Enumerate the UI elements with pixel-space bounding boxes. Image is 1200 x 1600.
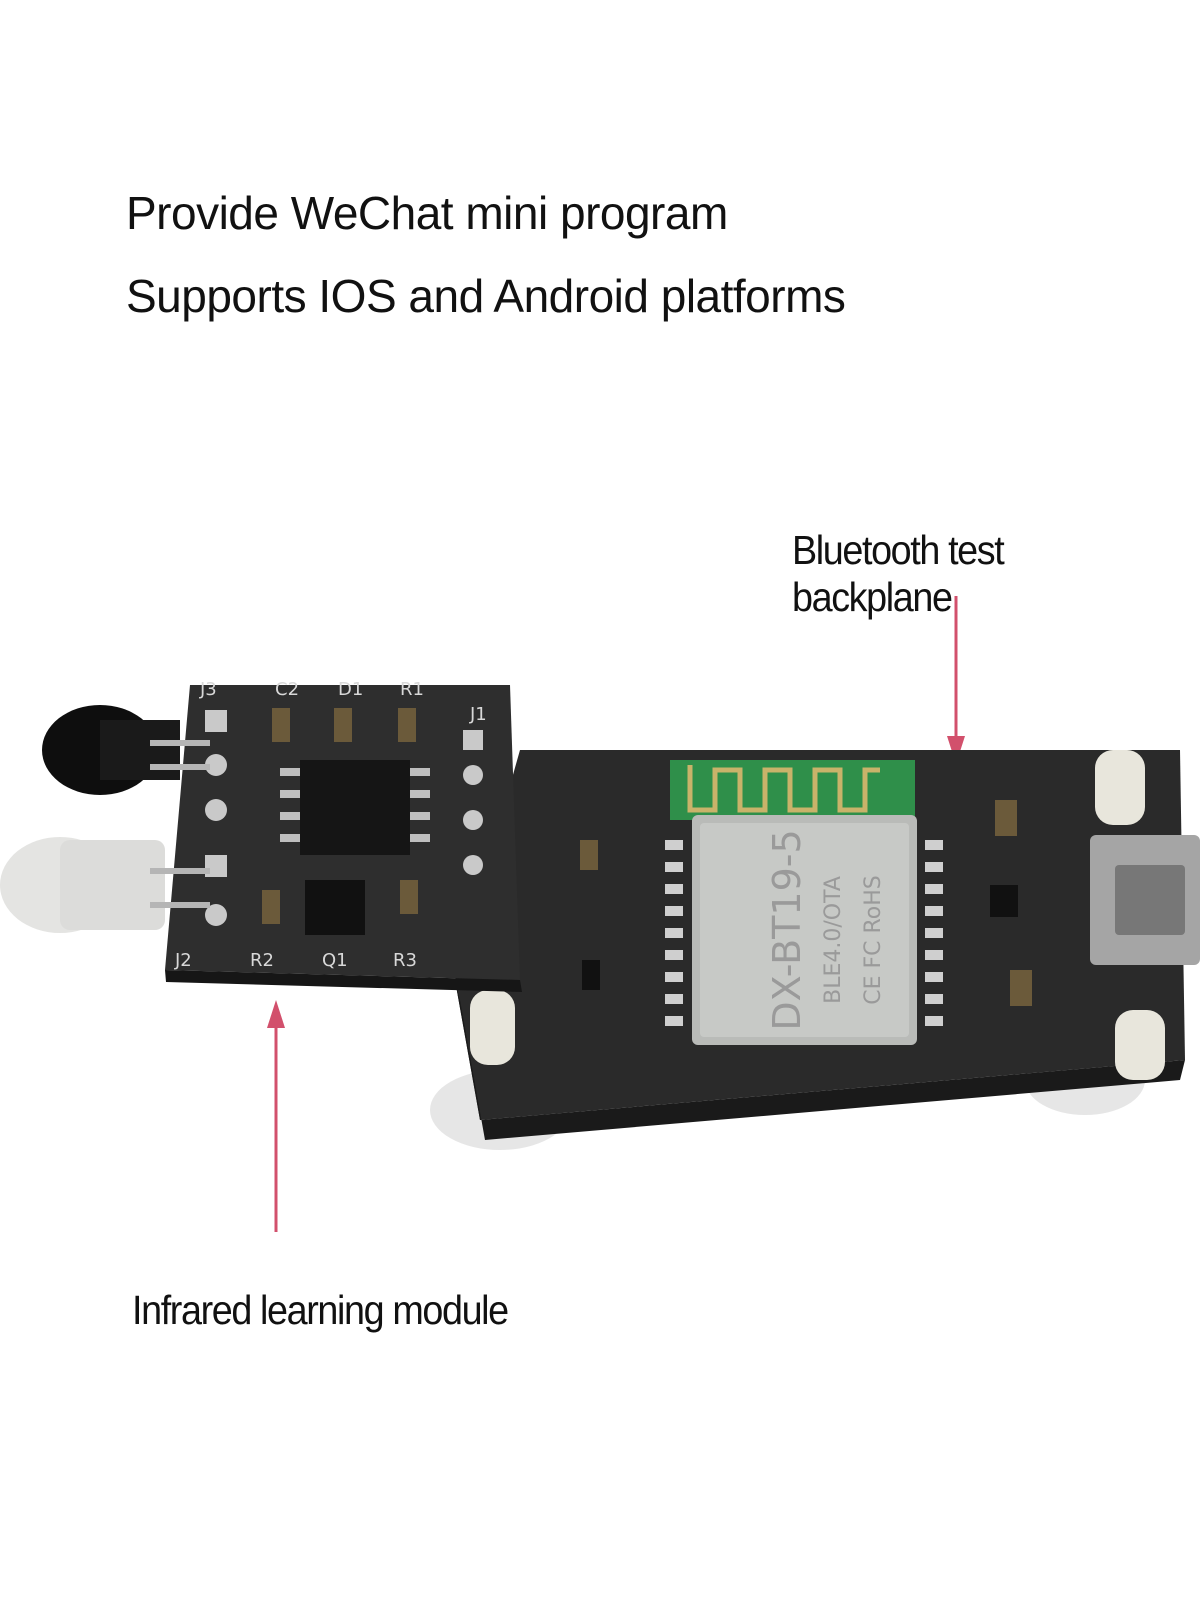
standoff xyxy=(470,990,515,1065)
headline-line-1: Provide WeChat mini program xyxy=(126,187,728,239)
silk-j2: J2 xyxy=(174,950,192,971)
standoff xyxy=(1115,1010,1165,1080)
bt-module-subtitle: BLE4.0/OTA xyxy=(821,876,846,1004)
infrared-module-label: Infrared learning module xyxy=(132,1287,509,1333)
silk-r2: R2 xyxy=(250,950,274,971)
ic-chip xyxy=(300,760,410,855)
silk-j3: J3 xyxy=(199,679,217,700)
bt-module-certs: CE FC RoHS xyxy=(861,875,886,1005)
arrow-up-icon xyxy=(267,1000,285,1232)
silk-r3: R3 xyxy=(393,950,417,971)
bluetooth-backplane-board: DX-BT19-5 BLE4.0/OTA CE FC RoHS xyxy=(455,750,1200,1140)
silk-q1: Q1 xyxy=(322,950,348,971)
silk-j1: J1 xyxy=(469,704,487,725)
bluetooth-backplane-label: Bluetooth test backplane xyxy=(792,527,1005,620)
silk-r1: R1 xyxy=(400,679,424,700)
silk-d1: D1 xyxy=(338,679,363,700)
infrared-learning-module: J3 C2 D1 R1 J1 J2 R2 Q1 R3 xyxy=(0,679,522,992)
standoff xyxy=(1095,750,1145,825)
headline-line-2: Supports IOS and Android platforms xyxy=(126,270,846,322)
product-photo: DX-BT19-5 BLE4.0/OTA CE FC RoHS xyxy=(0,679,1200,1150)
bt-module-model: DX-BT19-5 xyxy=(765,829,809,1030)
silk-c2: C2 xyxy=(275,679,299,700)
